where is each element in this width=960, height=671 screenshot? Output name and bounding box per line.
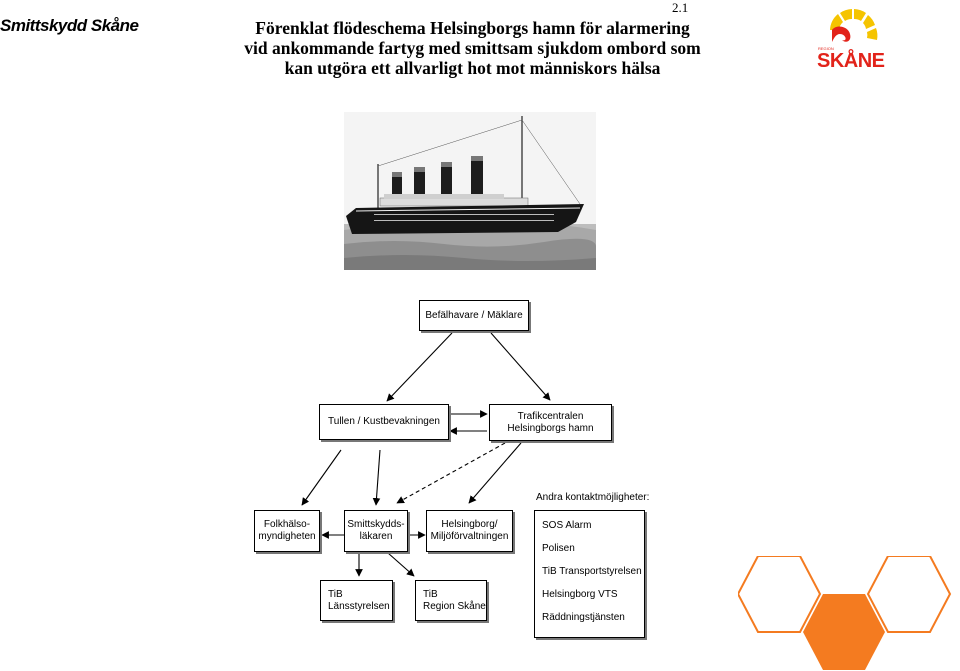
box-master-broker: Befälhavare / Mäklare xyxy=(419,300,529,331)
box-public-health-label-1: Folkhälso- xyxy=(263,519,311,530)
hexagon-filled xyxy=(803,594,885,670)
box-physician-label-2: läkaren xyxy=(359,531,393,542)
other-contact-item: Helsingborg VTS xyxy=(542,589,618,600)
sun-rays xyxy=(830,9,878,40)
ship-photo xyxy=(344,112,596,270)
other-contact-item: SOS Alarm xyxy=(542,520,592,531)
arrow-master-to-traffic xyxy=(490,332,551,401)
decorative-hexagons xyxy=(738,556,952,670)
box-public-health-agency: Folkhälso- myndigheten xyxy=(254,510,320,552)
title-line-3: kan utgöra ett allvarligt hot mot männis… xyxy=(284,58,661,78)
box-environment-label-1: Helsingborg/ xyxy=(441,519,498,530)
hexagon-outline-left xyxy=(738,556,822,633)
arrow-customs-to-publichealth xyxy=(301,449,342,506)
box-tib-region-label-1: TiB xyxy=(423,588,438,600)
logo-region-label: REGION xyxy=(818,46,834,51)
arrow-master-to-customs xyxy=(386,332,453,402)
ship-hull xyxy=(346,204,584,234)
box-customs-label: Tullen / Kustbevakningen xyxy=(328,416,440,427)
brand-name: Smittskydd Skåne xyxy=(0,16,139,35)
other-contact-item: Räddningstjänsten xyxy=(542,612,625,623)
logo-wordmark: SKÅNE xyxy=(817,50,885,72)
box-tib-region: TiB Region Skåne xyxy=(415,580,487,621)
ship-funnels xyxy=(392,156,483,200)
other-contact-item: Polisen xyxy=(542,543,575,554)
ship-masts xyxy=(377,116,523,208)
hexagon-outline-right xyxy=(866,556,952,633)
arrow-traffic-to-physician-dashed xyxy=(396,442,506,504)
box-customs-coastguard: Tullen / Kustbevakningen xyxy=(319,404,449,440)
title-line-1: Förenklat flödeschema Helsingborgs hamn … xyxy=(255,18,690,38)
title-line-2: vid ankommande fartyg med smittsam sjukd… xyxy=(244,38,701,58)
other-contact-item: TiB Transportstyrelsen xyxy=(542,566,642,577)
griffin-mark xyxy=(832,26,851,42)
ship-superstructure xyxy=(379,194,529,207)
page-title: Förenklat flödeschema Helsingborgs hamn … xyxy=(200,18,745,78)
arrow-physician-to-tib-region xyxy=(387,552,415,577)
box-environment-office: Helsingborg/ Miljöförvaltningen xyxy=(426,510,513,552)
box-public-health-label-2: myndigheten xyxy=(258,531,316,542)
other-contacts-heading: Andra kontaktmöjligheter: xyxy=(536,492,650,503)
box-master-broker-label: Befälhavare / Mäklare xyxy=(425,309,523,321)
page-number: 2.1 xyxy=(672,0,689,15)
ship-rigging xyxy=(377,119,581,205)
region-skane-logo xyxy=(830,9,878,42)
box-environment-label-2: Miljöförvaltningen xyxy=(430,531,509,542)
box-tib-county: TiB Länsstyrelsen xyxy=(320,580,393,621)
arrow-customs-to-physician xyxy=(372,449,381,506)
box-tib-region-label-2: Region Skåne xyxy=(423,600,486,612)
box-tib-county-label-2: Länsstyrelsen xyxy=(328,600,390,612)
box-traffic-label-2: Helsingborgs hamn xyxy=(507,422,594,434)
box-physician-label-1: Smittskydds- xyxy=(347,519,405,530)
box-infection-physician: Smittskydds- läkaren xyxy=(344,510,408,552)
box-traffic-label-1: Trafikcentralen xyxy=(517,410,584,422)
other-contacts-box: SOS Alarm Polisen TiB Transportstyrelsen… xyxy=(534,510,645,638)
arrow-traffic-to-environment xyxy=(468,442,522,504)
box-tib-county-label-1: TiB xyxy=(328,588,343,600)
box-traffic-centre: Trafikcentralen Helsingborgs hamn xyxy=(489,404,612,441)
